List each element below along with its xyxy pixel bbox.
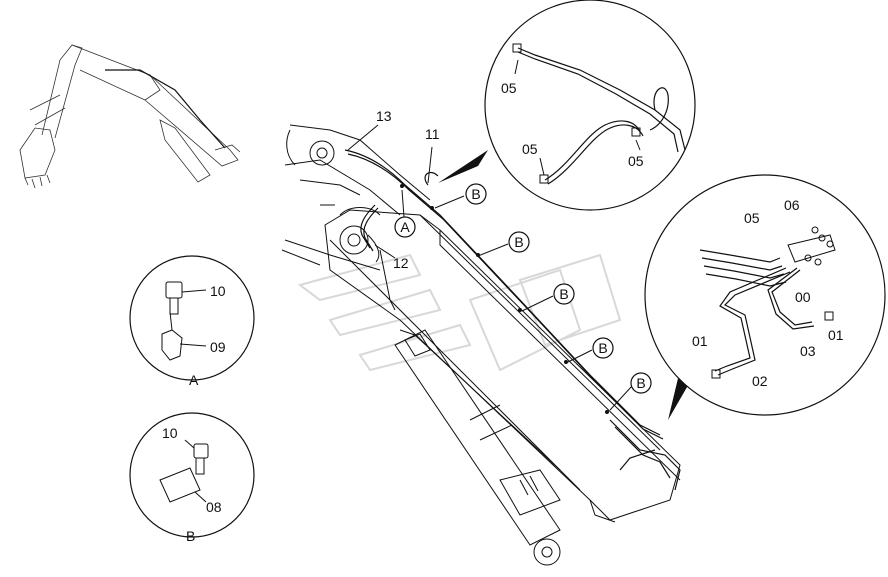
callout-a-label: A — [400, 219, 410, 235]
callout-b-circle-4 — [592, 337, 614, 359]
label-part-13: 13 — [376, 108, 392, 124]
detail-right: 05 06 00 01 01 02 03 — [644, 174, 886, 416]
detail-top-label-05-a: 05 — [501, 80, 517, 96]
boom-main — [281, 124, 681, 523]
detail-b: 10 08 B — [129, 412, 255, 544]
detail-b-caption: B — [186, 528, 195, 544]
detail-a-label-10: 10 — [210, 283, 226, 299]
callout-b-circle-5 — [630, 372, 652, 394]
detail-top-label-05-b: 05 — [522, 141, 538, 157]
detail-right-circle — [644, 174, 886, 416]
detail-right-label-03: 03 — [800, 343, 816, 359]
callout-b-circle-1 — [465, 183, 487, 205]
label-part-12: 12 — [393, 255, 409, 271]
detail-a: 10 09 A — [129, 255, 255, 388]
detail-a-label-09: 09 — [210, 339, 226, 355]
detail-right-label-05: 05 — [744, 210, 760, 226]
detail-top: 05 05 05 — [484, 0, 696, 211]
boom-cylinder — [394, 329, 561, 566]
detail-b-label-10: 10 — [162, 425, 178, 441]
detail-right-label-06: 06 — [784, 197, 800, 213]
detail-b-label-08: 08 — [206, 499, 222, 515]
label-part-11: 11 — [425, 126, 440, 142]
callout-b-circle-3 — [553, 283, 575, 305]
detail-a-circle — [129, 255, 255, 381]
detail-top-circle — [484, 0, 696, 211]
detail-right-label-00: 00 — [795, 289, 811, 305]
callout-b-label-3: B — [559, 286, 568, 302]
callout-b-label-5: B — [636, 375, 645, 391]
detail-right-label-01-right: 01 — [828, 327, 844, 343]
main-labels: 13 11 12 A B B B B B — [376, 108, 652, 394]
detail-top-label-05-c: 05 — [628, 153, 644, 169]
callout-b-label-1: B — [471, 186, 480, 202]
callout-b-label-4: B — [598, 340, 607, 356]
callout-b-label-2: B — [514, 234, 523, 250]
callout-a-circle — [394, 216, 416, 238]
watermark — [297, 253, 622, 372]
detail-b-circle — [129, 412, 255, 538]
detail-a-caption: A — [189, 372, 199, 388]
detail-right-label-02: 02 — [752, 373, 768, 389]
callout-b-circle-2 — [508, 231, 530, 253]
detail-right-label-01-left: 01 — [692, 333, 708, 349]
excavator-overview — [19, 44, 241, 189]
hose-route — [339, 149, 681, 491]
